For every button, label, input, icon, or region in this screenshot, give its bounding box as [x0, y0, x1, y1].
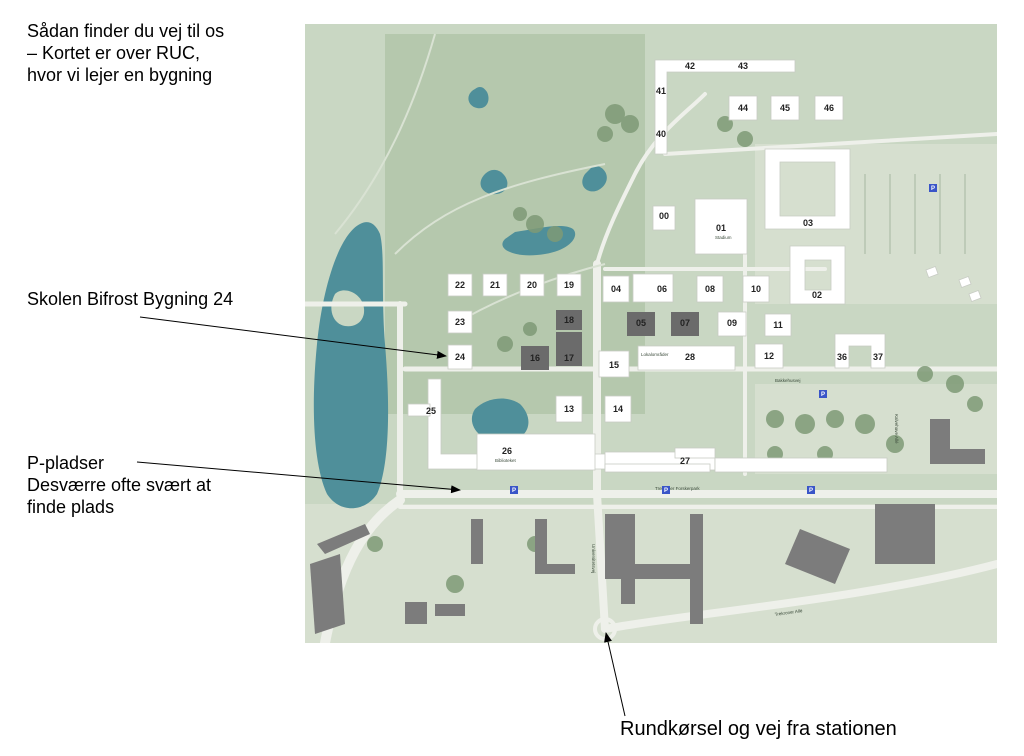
svg-text:Stadium: Stadium — [715, 235, 732, 240]
svg-text:P: P — [931, 186, 935, 192]
svg-text:24: 24 — [455, 352, 465, 362]
svg-text:26: 26 — [502, 446, 512, 456]
parking-signs — [510, 184, 937, 494]
svg-text:P: P — [809, 488, 813, 494]
svg-text:28: 28 — [685, 352, 695, 362]
svg-text:P: P — [821, 392, 825, 398]
svg-text:Universitetsvej: Universitetsvej — [591, 544, 596, 573]
svg-text:P: P — [512, 488, 516, 494]
pond-north — [468, 87, 489, 109]
svg-text:11: 11 — [773, 320, 783, 330]
parking-lots-east — [864, 174, 966, 254]
svg-text:46: 46 — [824, 103, 834, 113]
svg-text:13: 13 — [564, 404, 574, 414]
arrow-to-roundabout — [604, 632, 626, 717]
svg-text:10: 10 — [751, 284, 761, 294]
svg-text:P: P — [664, 488, 668, 494]
pond-middle — [480, 169, 508, 195]
svg-text:03: 03 — [803, 218, 813, 228]
svg-text:Trekroner Forskerpark: Trekroner Forskerpark — [655, 486, 700, 491]
svg-text:Bakkehusvej: Bakkehusvej — [775, 378, 801, 383]
school-label: Skolen Bifrost Bygning 24 — [27, 289, 234, 309]
svg-text:00: 00 — [659, 211, 669, 221]
svg-text:40: 40 — [656, 129, 666, 139]
svg-text:45: 45 — [780, 103, 790, 113]
svg-text:Biblioteket: Biblioteket — [495, 458, 517, 463]
south-buildings — [310, 419, 985, 634]
svg-text:42: 42 — [685, 61, 695, 71]
svg-text:27: 27 — [680, 456, 690, 466]
intro-text: Sådan finder du vej til os – Kortet er o… — [27, 21, 225, 85]
pond-east — [582, 165, 607, 192]
svg-text:41: 41 — [656, 86, 666, 96]
svg-text:44: 44 — [738, 103, 748, 113]
svg-text:17: 17 — [564, 353, 574, 363]
svg-text:23: 23 — [455, 317, 465, 327]
lake — [313, 222, 389, 509]
svg-text:09: 09 — [727, 318, 737, 328]
svg-text:36: 36 — [837, 352, 847, 362]
svg-text:21: 21 — [490, 280, 500, 290]
street-labels: Trekroner Forskerpark Trekroner Allé Uni… — [591, 378, 899, 617]
svg-text:06: 06 — [657, 284, 667, 294]
parking-sign-letters: P P P P P — [512, 186, 935, 494]
svg-text:12: 12 — [764, 351, 774, 361]
buildings — [407, 59, 982, 473]
svg-text:08: 08 — [705, 284, 715, 294]
svg-text:16: 16 — [530, 353, 540, 363]
svg-text:43: 43 — [738, 61, 748, 71]
dark-buildings — [521, 310, 699, 370]
parking-label: P-pladser Desværre ofte svært at finde p… — [27, 453, 212, 517]
svg-text:20: 20 — [527, 280, 537, 290]
svg-text:Lokalområder: Lokalområder — [641, 351, 669, 357]
pond-south — [471, 398, 529, 443]
svg-text:25: 25 — [426, 406, 436, 416]
svg-text:04: 04 — [611, 284, 621, 294]
roundabout-label: Rundkørsel og vej fra stationen — [620, 718, 897, 740]
svg-text:02: 02 — [812, 290, 822, 300]
svg-text:19: 19 — [564, 280, 574, 290]
svg-text:15: 15 — [609, 360, 619, 370]
building-40-43 — [654, 59, 796, 155]
svg-text:37: 37 — [873, 352, 883, 362]
svg-text:Trekroner Allé: Trekroner Allé — [774, 608, 803, 617]
svg-text:14: 14 — [613, 404, 623, 414]
svg-text:07: 07 — [680, 318, 690, 328]
svg-text:05: 05 — [636, 318, 646, 328]
svg-text:Kalvehave Allé: Kalvehave Allé — [894, 414, 899, 444]
svg-text:01: 01 — [716, 223, 726, 233]
svg-text:22: 22 — [455, 280, 465, 290]
svg-text:18: 18 — [564, 315, 574, 325]
